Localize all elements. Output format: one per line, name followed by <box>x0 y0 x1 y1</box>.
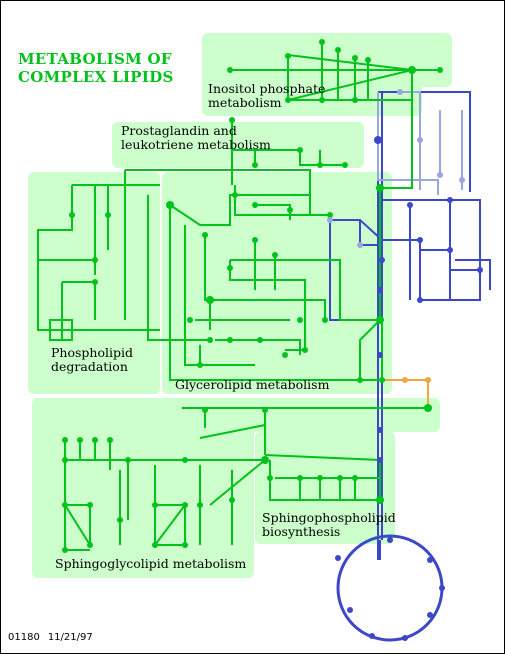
pathway-nodes <box>62 39 443 553</box>
label-prostaglandin-leukotriene[interactable]: Prostaglandin and leukotriene metabolism <box>121 123 271 152</box>
lightblue-nodes <box>327 89 465 248</box>
label-glycerolipid-metabolism[interactable]: Glycerolipid metabolism <box>175 377 330 392</box>
region-glycerolipid-bg[interactable] <box>162 172 392 394</box>
map-footer: 01180 11/21/97 <box>8 632 101 643</box>
map-title: METABOLISM OF COMPLEX LIPIDS <box>18 50 174 86</box>
label-sphingoglycolipid-metabolism[interactable]: Sphingoglycolipid metabolism <box>55 556 247 571</box>
region-sphingoglycolipid-bg[interactable] <box>32 400 254 578</box>
label-phospholipid-degradation[interactable]: Phospholipid degradation <box>51 345 133 374</box>
region-backgrounds <box>28 33 452 578</box>
label-sphingophospholipid-biosynthesis[interactable]: Sphingophospholipid biosynthesis <box>262 510 396 539</box>
blue-nodes <box>335 136 483 641</box>
map-date: 11/21/97 <box>47 632 93 643</box>
orange-nodes <box>402 377 431 383</box>
blue-ring-pathway <box>336 534 444 642</box>
label-inositol-phosphate[interactable]: Inositol phosphate metabolism <box>208 81 326 110</box>
map-id: 01180 <box>8 632 40 643</box>
